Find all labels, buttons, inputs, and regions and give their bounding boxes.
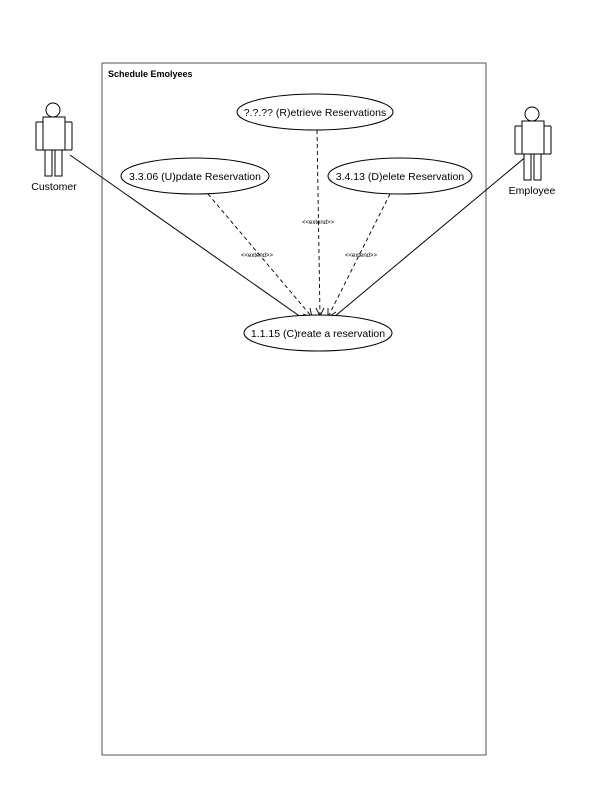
system-boundary-box <box>101 62 487 756</box>
extend-retrieve-dependency: <<extend>> <box>302 129 335 318</box>
use-case-retrieve-label: ?.?.?? (R)etrieve Reservations <box>244 107 386 119</box>
actor-customer[interactable]: Customer <box>31 102 77 193</box>
use-case-delete-ellipse <box>327 157 473 195</box>
association-employee-create <box>327 154 529 323</box>
actor-employee-label: Employee <box>509 185 556 197</box>
use-case-create-label: 1.1.15 (C)reate a reservation <box>251 328 385 340</box>
extend-update-line <box>207 193 313 318</box>
use-case-update-label: 3.3.06 (U)pdate Reservation <box>129 171 261 183</box>
use-case-delete[interactable]: 3.4.13 (D)elete Reservation <box>327 157 473 195</box>
system-title: Schedule Emolyees <box>108 69 193 79</box>
extend-retrieve-line <box>316 129 321 317</box>
use-case-retrieve-ellipse <box>236 93 394 131</box>
actor-employee[interactable]: Employee <box>509 106 556 197</box>
extend-delete-label: <<extend>> <box>345 253 378 259</box>
use-case-update[interactable]: 3.3.06 (U)pdate Reservation <box>120 157 270 195</box>
use-case-retrieve[interactable]: ?.?.?? (R)etrieve Reservations <box>236 93 394 131</box>
use-case-create[interactable]: 1.1.15 (C)reate a reservation <box>243 314 393 352</box>
system-boundary: Schedule Emolyees <box>101 62 487 756</box>
use-case-create-ellipse <box>243 314 393 352</box>
extend-retrieve-label: <<extend>> <box>302 220 335 226</box>
use-case-delete-label: 3.4.13 (D)elete Reservation <box>336 171 465 183</box>
actor-customer-label: Customer <box>31 181 77 193</box>
extend-update-dependency: <<extend>> <box>207 193 313 318</box>
actor-customer-figure <box>35 102 73 177</box>
actor-employee-figure <box>514 106 552 181</box>
use-case-update-ellipse <box>120 157 270 195</box>
extend-delete-dependency: <<extend>> <box>327 193 391 318</box>
association-customer-create <box>69 154 309 323</box>
extend-update-label: <<extend>> <box>241 253 274 259</box>
extend-delete-line <box>327 193 391 318</box>
